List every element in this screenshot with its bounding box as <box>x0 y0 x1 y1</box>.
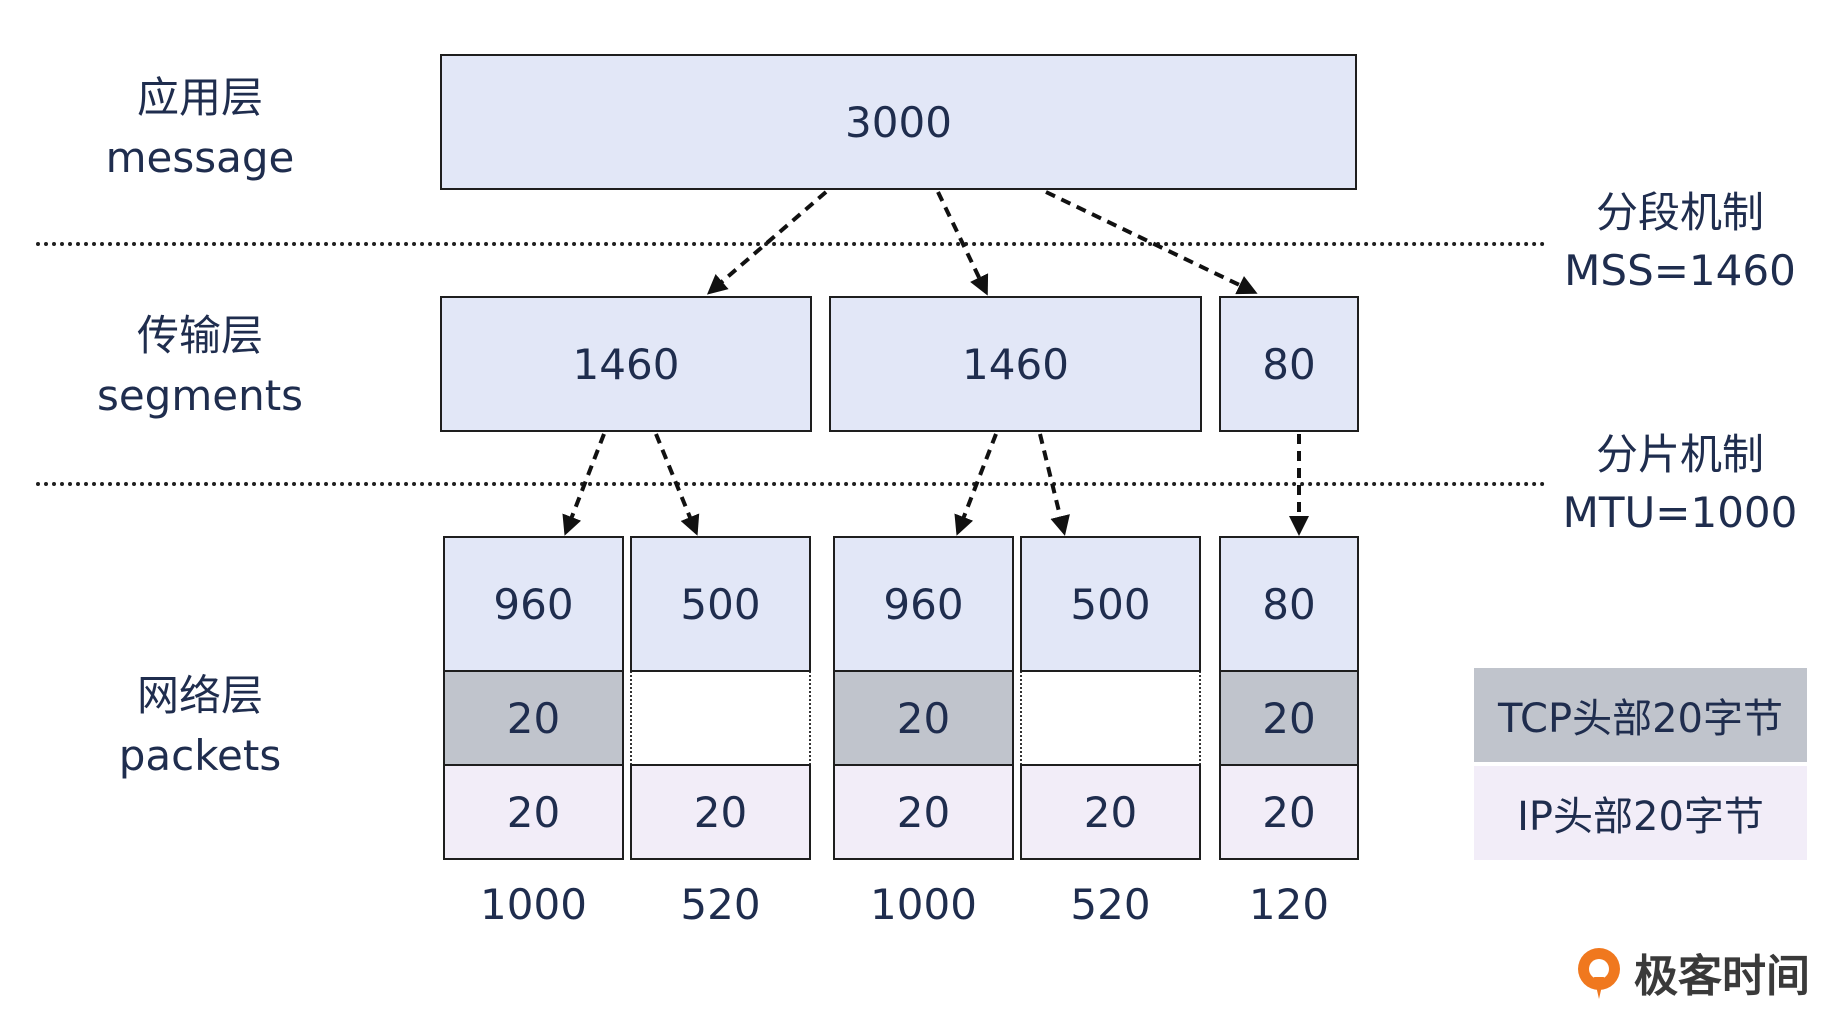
packet-2-data-size: 500 <box>680 579 761 629</box>
arrow-segment-2-to-packet-3 <box>954 433 998 536</box>
packet-4-ip-size: 20 <box>1083 787 1138 837</box>
packet-4-data-size: 500 <box>1070 579 1151 629</box>
arrow-segment-1-to-packet-1 <box>562 433 606 536</box>
transport-layer-label: 传输层 segments <box>40 306 360 426</box>
packet-3-ip-header: 20 <box>833 764 1014 860</box>
application-layer-cn: 应用层 <box>136 73 263 122</box>
packet-5-tcp-size: 20 <box>1262 693 1316 743</box>
packet-1-ip-header: 20 <box>443 764 624 860</box>
packet-4-ip-header: 20 <box>1020 764 1201 860</box>
network-layer-label: 网络层 packets <box>40 666 360 786</box>
application-layer-en: message <box>105 133 295 182</box>
packet-5-total: 120 <box>1219 860 1359 948</box>
packet-3-data: 960 <box>833 536 1014 672</box>
fragmentation-divider <box>36 482 1546 486</box>
segment-box-2: 1460 <box>829 296 1202 432</box>
packet-1-data-size: 960 <box>493 579 574 629</box>
segmentation-mechanism-label: 分段机制 MSS=1460 <box>1550 184 1810 300</box>
packet-5-total-size: 120 <box>1248 879 1330 929</box>
brand-name: 极客时间 <box>1634 951 1810 1002</box>
packet-4-data: 500 <box>1020 536 1201 672</box>
segmentation-title: 分段机制 <box>1595 188 1764 237</box>
legend-tcp-header-text: TCP头部20字节 <box>1497 696 1784 742</box>
packet-4-total: 520 <box>1020 860 1201 948</box>
brand-logo: 极客时间 <box>1572 940 1810 1004</box>
mtu-value: MTU=1000 <box>1562 488 1798 537</box>
packet-1-total-size: 1000 <box>480 879 587 929</box>
packet-2-total: 520 <box>630 860 811 948</box>
arrow-segment-1-to-packet-2 <box>654 433 700 536</box>
arrow-message-to-segment-3 <box>1045 190 1258 295</box>
packet-3-total: 1000 <box>833 860 1014 948</box>
packet-3-tcp-size: 20 <box>896 693 951 743</box>
arrow-segment-2-to-packet-4 <box>1038 433 1070 536</box>
packet-5-ip-size: 20 <box>1262 787 1316 837</box>
geektime-logo-icon <box>1578 948 1620 999</box>
packet-5-tcp-header: 20 <box>1219 670 1359 766</box>
legend-tcp-header: TCP头部20字节 <box>1474 668 1807 762</box>
packet-1-data: 960 <box>443 536 624 672</box>
fragmentation-title: 分片机制 <box>1595 430 1764 479</box>
arrow-message-to-segment-1 <box>706 190 828 295</box>
segmentation-divider <box>36 242 1546 246</box>
packet-5-ip-header: 20 <box>1219 764 1359 860</box>
legend-ip-header: IP头部20字节 <box>1474 766 1807 860</box>
packet-3-total-size: 1000 <box>870 879 977 929</box>
segment-box-1: 1460 <box>440 296 812 432</box>
segment-size-3: 80 <box>1262 339 1316 389</box>
transport-layer-en: segments <box>96 371 304 420</box>
packet-3-data-size: 960 <box>883 579 964 629</box>
mss-value: MSS=1460 <box>1564 246 1796 295</box>
legend-ip-header-text: IP头部20字节 <box>1517 794 1764 840</box>
packet-4-total-size: 520 <box>1070 879 1151 929</box>
network-layer-cn: 网络层 <box>136 671 263 720</box>
packet-2-ip-size: 20 <box>693 787 748 837</box>
segment-box-3: 80 <box>1219 296 1359 432</box>
packet-3-ip-size: 20 <box>896 787 951 837</box>
packet-2-data: 500 <box>630 536 811 672</box>
application-layer-label: 应用层 message <box>40 68 360 188</box>
network-layer-en: packets <box>118 731 282 780</box>
packet-5-data: 80 <box>1219 536 1359 672</box>
arrow-message-to-segment-2 <box>936 191 989 296</box>
transport-layer-cn: 传输层 <box>136 311 263 360</box>
packet-1-tcp-size: 20 <box>506 693 561 743</box>
packet-5-data-size: 80 <box>1262 579 1316 629</box>
packet-2-total-size: 520 <box>680 879 761 929</box>
packet-1-ip-size: 20 <box>506 787 561 837</box>
packet-2-ip-header: 20 <box>630 764 811 860</box>
packet-1-total: 1000 <box>443 860 624 948</box>
segment-size-2: 1460 <box>962 339 1069 389</box>
message-size: 3000 <box>845 97 952 147</box>
message-box: 3000 <box>440 54 1357 190</box>
packet-3-tcp-header: 20 <box>833 670 1014 766</box>
segment-size-1: 1460 <box>572 339 680 389</box>
fragmentation-mechanism-label: 分片机制 MTU=1000 <box>1550 426 1810 542</box>
